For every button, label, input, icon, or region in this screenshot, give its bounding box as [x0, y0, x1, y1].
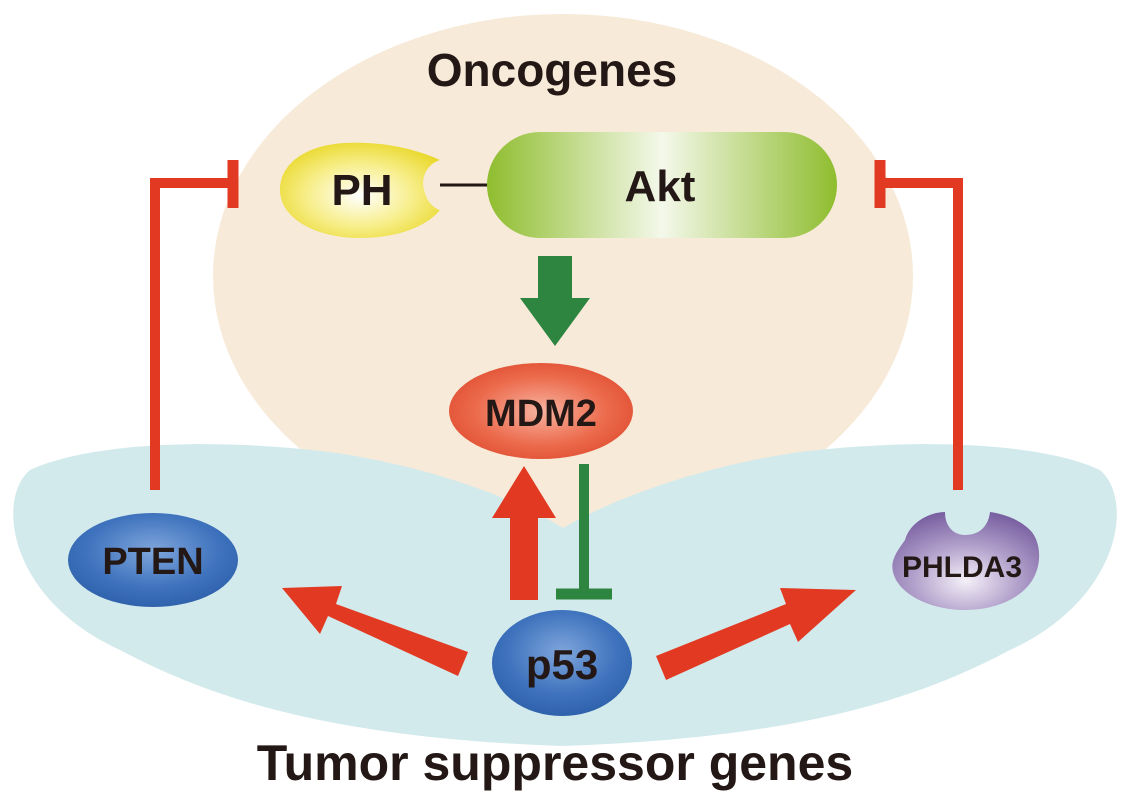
p53-to-pten-arrow [282, 586, 468, 676]
pten-label: PTEN [102, 541, 203, 583]
tumor-suppressor-label: Tumor suppressor genes [257, 735, 853, 791]
mdm2-node [449, 363, 633, 459]
pten-node [68, 513, 238, 607]
phlda3-to-akt-inhibition [880, 178, 963, 490]
oncogenes-label: Oncogenes [427, 44, 678, 96]
ph-node [280, 142, 440, 238]
akt-label: Akt [625, 162, 696, 211]
mdm2-label: MDM2 [485, 393, 597, 435]
ph-label: PH [331, 166, 392, 215]
p53-label: p53 [526, 641, 598, 688]
akt-node [487, 132, 837, 238]
pten-to-ph-inhibition [150, 178, 233, 490]
p53-node [492, 610, 632, 716]
phlda3-label: PHLDA3 [902, 551, 1022, 584]
p53-to-phlda3-arrow [656, 588, 856, 680]
p53-to-mdm2-arrow [492, 466, 556, 600]
akt-to-mdm2-arrow [520, 256, 590, 346]
phlda3-node [892, 512, 1040, 610]
